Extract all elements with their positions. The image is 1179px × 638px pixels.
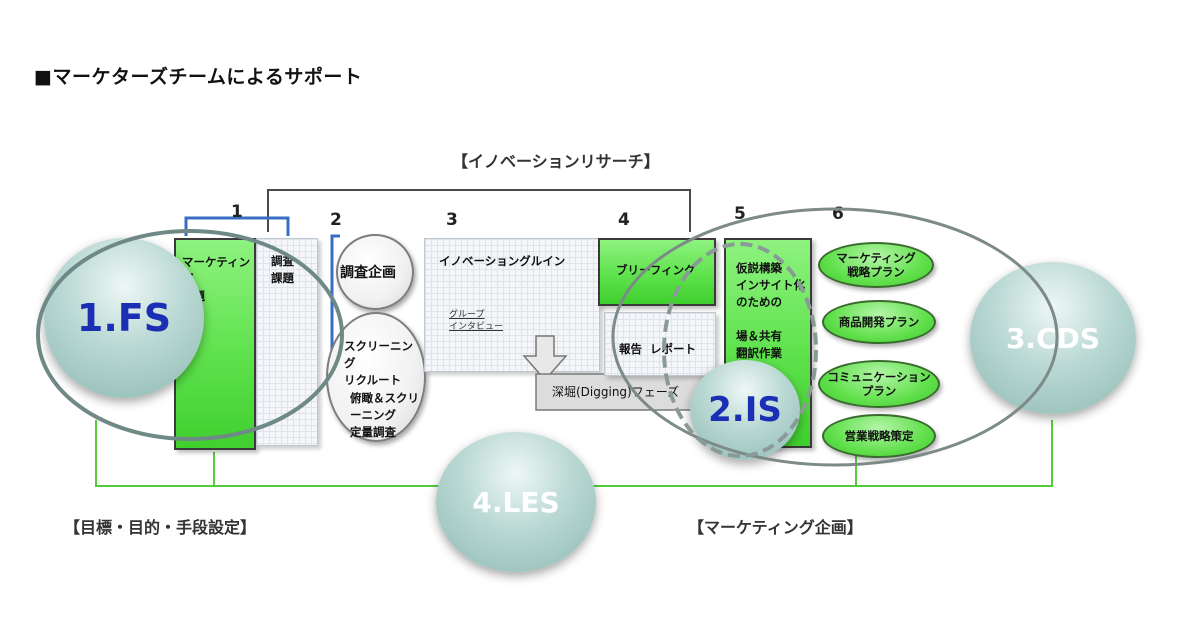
briefing-text: ブリーフィング (616, 263, 696, 277)
innovation-research-label: 【イノベーションリサーチ】 (452, 152, 660, 171)
innovation-group-text: イノベーショングルイン (439, 254, 566, 268)
is-label: 2.IS (708, 390, 782, 430)
fs-label: 1.FS (76, 296, 172, 340)
step-number-5: 5 (734, 204, 746, 224)
goals-label: 【目標・目的・手段設定】 (64, 518, 257, 537)
les-orb: 4.LES (436, 432, 596, 572)
group-interview-box: イノベーショングルイン グループ インタビュー (424, 238, 600, 372)
research-plan-ellipse: 調査企画 (336, 234, 414, 310)
communication-plan-pill: コミュニケーション プラン (818, 360, 940, 408)
research-plan-text: 調査企画 (340, 265, 396, 281)
research-issue-box: 調査 課題 (256, 238, 318, 446)
marketing-strategy-pill: マーケティング 戦略プラン (818, 242, 934, 288)
step-number-2: 2 (330, 210, 342, 230)
quantitative-survey-text: 俯瞰＆スクリーニング 定量調査 (350, 391, 419, 439)
step-number-4: 4 (618, 210, 630, 230)
briefing-box: ブリーフィング (598, 238, 716, 306)
step-number-1: 1 (231, 202, 243, 222)
les-label: 4.LES (472, 485, 560, 519)
fs-orb: 1.FS (44, 238, 204, 398)
page-title: ■マーケターズチームによるサポート (34, 66, 363, 88)
report-text: 報告 レポート (619, 342, 697, 356)
cds-label: 3.CDS (1005, 321, 1101, 355)
sales-strategy-pill: 営業戦略策定 (822, 414, 936, 458)
cds-orb: 3.CDS (970, 262, 1136, 414)
product-development-pill: 商品開発プラン (822, 300, 936, 344)
marketing-plan-label: 【マーケティング企画】 (688, 518, 863, 537)
digging-phase-text: 深堀(Digging)フェーズ (552, 385, 680, 399)
report-box: 報告 レポート (604, 312, 716, 376)
group-interview-text: グループ インタビュー (449, 310, 504, 332)
screening-recruit-text: スクリーニング リクルート (344, 339, 413, 387)
is-orb: 2.IS (690, 360, 800, 460)
hypothesis-text: 仮説構築 インサイト化 のための 場＆共有 翻訳作業 (736, 261, 805, 360)
step-number-6: 6 (832, 204, 844, 224)
step-number-3: 3 (446, 210, 458, 230)
